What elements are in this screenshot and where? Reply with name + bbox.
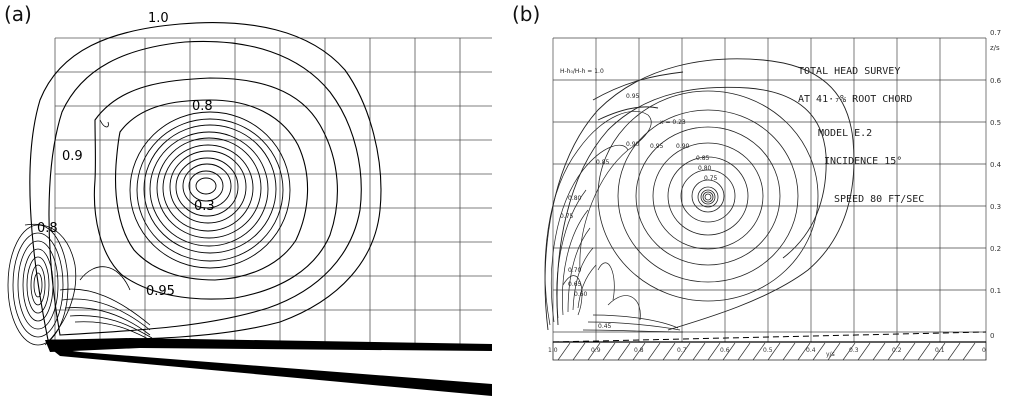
x-marker-label: x = 0.23 xyxy=(660,119,686,126)
panel-a-contour-labels: 1.0 0.8 0.9 0.3 0.8 0.95 xyxy=(37,11,215,299)
contour-label: 0.8 xyxy=(37,221,58,236)
contour-label: 0.45 xyxy=(598,323,612,330)
axis-tick-label: 1.0 xyxy=(548,347,558,354)
contour-label: 0.70 xyxy=(568,267,582,274)
contour-label: 0.80 xyxy=(698,165,712,172)
axis-tick-label: 0.5 xyxy=(990,119,1001,127)
axis-tick-label: 0.6 xyxy=(990,77,1002,85)
axis-tick-label: 0.9 xyxy=(591,347,601,354)
contour-label: 0.60 xyxy=(574,291,588,298)
contour-label: 0.90 xyxy=(676,143,690,150)
axis-tick-label: 0.7 xyxy=(677,347,687,354)
panel-b-wing xyxy=(552,331,987,361)
contour-label: 0.90 xyxy=(626,141,640,148)
panel-b-bottom-axis: 1.0 0.9 0.8 0.7 0.6 0.5 0.4 0.3 0.2 0.1 … xyxy=(548,347,986,358)
panel-a-grid xyxy=(54,37,492,345)
title-line: INCIDENCE 15° xyxy=(824,156,902,167)
axis-tick-label: 0.3 xyxy=(849,347,859,354)
axis-tick-label: 0.5 xyxy=(763,347,773,354)
panel-b-label: (b) xyxy=(512,2,541,26)
contour-label: 0.65 xyxy=(568,281,582,288)
axis-tick-label: 0.7 xyxy=(990,29,1001,37)
panel-b-contour-labels: 0.95 0.90 0.85 0.95 0.90 0.85 0.80 0.75 … xyxy=(560,93,718,330)
panel-b-annotations: H-h₀/H-h = 1.0 x = 0.23 xyxy=(560,68,686,126)
panel-a-vortex-contours xyxy=(129,111,291,269)
axis-tick-label: 0.1 xyxy=(935,347,945,354)
contour-label: 0.8 xyxy=(192,99,213,114)
axis-tick-label: 0.6 xyxy=(720,347,730,354)
panel-b-contour-plot: TOTAL HEAD SURVEY AT 41·₇% ROOT CHORD MO… xyxy=(544,29,1002,361)
panel-a: (a) xyxy=(0,0,500,401)
panel-a-wing xyxy=(45,338,492,396)
panel-a-tip-contours xyxy=(7,119,153,346)
contour-label: 0.95 xyxy=(650,143,664,150)
title-line: MODEL E.2 xyxy=(818,128,872,139)
axis-tick-label: 0.8 xyxy=(634,347,644,354)
panel-b-outer-contours xyxy=(544,58,855,331)
contour-label: 0.85 xyxy=(696,155,710,162)
contour-label: 0.95 xyxy=(626,93,640,100)
contour-label: 0.3 xyxy=(194,199,215,214)
panel-b-right-axis: z/s 0.7 0.6 0.5 0.4 0.3 0.2 0.1 0 xyxy=(990,29,1002,340)
axis-label: y/s xyxy=(826,351,835,358)
axis-tick-label: 0.2 xyxy=(892,347,902,354)
contour-label: 0.75 xyxy=(704,175,718,182)
panel-a-label: (a) xyxy=(4,2,32,26)
panel-a-contour-plot: 1.0 0.8 0.9 0.3 0.8 0.95 xyxy=(7,11,492,396)
panel-b-tip-contours xyxy=(544,111,684,333)
axis-tick-label: 0.3 xyxy=(990,203,1001,211)
title-line: SPEED 80 FT/SEC xyxy=(834,194,924,205)
contour-label: 0.80 xyxy=(568,195,582,202)
axis-tick-label: 0 xyxy=(990,332,994,340)
title-line: TOTAL HEAD SURVEY xyxy=(798,66,900,77)
axis-tick-label: 0 xyxy=(982,347,986,354)
panel-b-vortex-contours xyxy=(597,90,819,302)
contour-label: 1.0 xyxy=(148,11,169,26)
panel-b-title-block: TOTAL HEAD SURVEY AT 41·₇% ROOT CHORD MO… xyxy=(798,66,924,205)
axis-tick-label: 0.2 xyxy=(990,245,1001,253)
panel-a-outer-contours xyxy=(29,22,382,341)
contour-label: 0.85 xyxy=(596,159,610,166)
contour-label: 0.95 xyxy=(146,284,175,299)
contour-label: 0.75 xyxy=(560,213,574,220)
panel-b: (b) xyxy=(508,0,1013,401)
axis-tick-label: 0.4 xyxy=(990,161,1002,169)
axis-tick-label: 0.1 xyxy=(990,287,1001,295)
title-line: AT 41·₇% ROOT CHORD xyxy=(798,94,912,105)
legend-text: H-h₀/H-h = 1.0 xyxy=(560,68,604,75)
axis-tick-label: 0.4 xyxy=(806,347,816,354)
axis-label: z/s xyxy=(990,44,1000,52)
contour-label: 0.9 xyxy=(62,149,83,164)
panel-b-grid xyxy=(552,37,987,342)
